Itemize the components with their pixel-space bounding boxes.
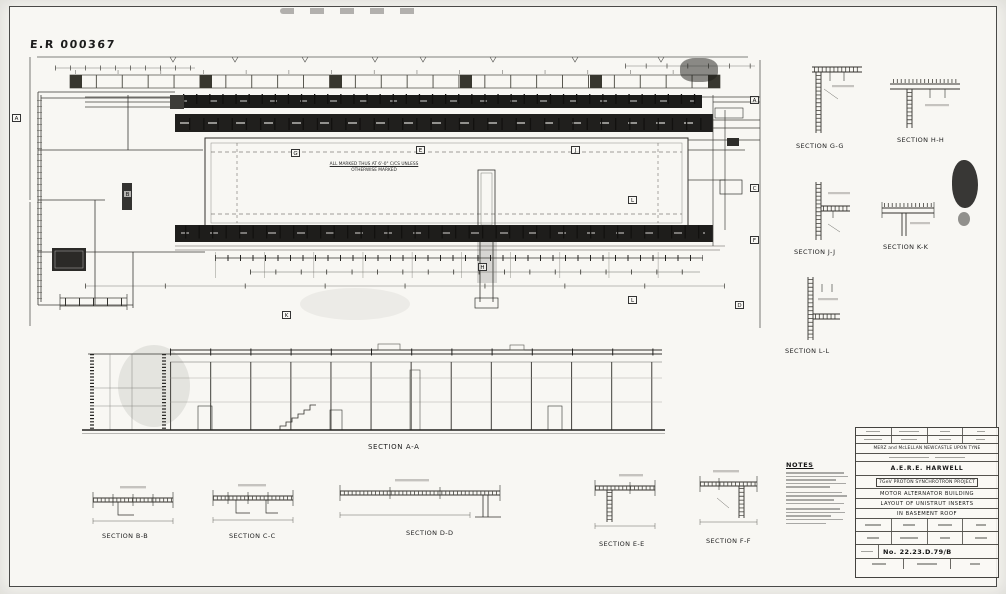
note-line	[786, 479, 836, 481]
project-row: 7GeV PROTON SYNCHROTRON PROJECT	[856, 476, 998, 489]
notes-heading: NOTES	[786, 461, 814, 469]
label-section-ff: SECTION F-F	[706, 537, 751, 545]
plan-note: ALL MARKED THUS AT 6'-0" C/CS UNLESS OTH…	[318, 162, 430, 174]
label-section-cc: SECTION C-C	[229, 532, 276, 540]
number-row: No. 22.23.D.79/B	[856, 545, 998, 559]
sub-row	[856, 454, 998, 462]
revision-cell	[892, 436, 928, 443]
revision-cell	[892, 428, 928, 435]
client-name: A.E.R.E. HARWELL	[890, 465, 964, 472]
detail-dd-drawing	[339, 479, 501, 518]
drawing-title-line1: MOTOR ALTERNATOR BUILDING	[879, 490, 975, 497]
drawing-title-row: IN BASEMENT ROOF	[856, 509, 998, 519]
revision-cell	[928, 436, 964, 443]
label-section-ll: SECTION L-L	[785, 347, 830, 355]
marker-c: C	[750, 184, 759, 192]
marker-g: G	[291, 149, 300, 157]
meta-cell	[963, 532, 998, 544]
note-line	[786, 515, 831, 517]
firm-name: MERZ and McLELLAN NEWCASTLE UPON TYNE	[873, 446, 981, 451]
meta-cell	[892, 532, 928, 544]
detail-ff-drawing	[699, 470, 758, 525]
drawing-number-label: No.	[883, 547, 897, 556]
label-section-kk: SECTION K-K	[883, 243, 929, 251]
marker-f: F	[750, 236, 759, 244]
note-line	[786, 495, 847, 497]
footer-cell	[856, 559, 904, 569]
note-line	[786, 502, 844, 505]
drawing-title-line2: LAYOUT OF UNISTRUT INSERTS	[880, 500, 974, 507]
section-aa-drawing	[82, 343, 665, 434]
meta-cell	[928, 519, 964, 531]
revision-cell	[928, 428, 964, 435]
meta-cell	[856, 532, 892, 544]
plan-drawing	[29, 56, 761, 328]
note-line	[786, 472, 844, 474]
plan-note-line2: OTHERWISE MARKED	[351, 167, 397, 173]
footer-cell	[904, 559, 952, 569]
note-line	[786, 475, 848, 478]
client-row: A.E.R.E. HARWELL	[856, 462, 998, 476]
note-line	[786, 491, 842, 494]
label-section-hh: SECTION H-H	[897, 136, 945, 144]
footer-cell	[951, 559, 998, 569]
meta-row	[856, 532, 998, 545]
marker-l-upper: L	[628, 196, 637, 204]
marker-h: H	[478, 263, 487, 271]
note-line	[786, 482, 846, 485]
label-section-gg: SECTION G-G	[796, 142, 844, 150]
drawing-title-row: LAYOUT OF UNISTRUT INSERTS	[856, 499, 998, 509]
drawing-title-row: MOTOR ALTERNATOR BUILDING	[856, 489, 998, 499]
marker-d: D	[735, 301, 744, 309]
revision-row	[856, 436, 998, 444]
marker-e: E	[416, 146, 425, 154]
drawing-number: 22.23.D.79/B	[899, 547, 952, 556]
marker-l-lower: L	[628, 296, 637, 304]
revision-cell	[856, 428, 892, 435]
meta-cell	[928, 532, 964, 544]
note-line	[786, 499, 834, 501]
marker-j: J	[571, 146, 580, 154]
revision-row	[856, 428, 998, 436]
note-line	[786, 518, 843, 521]
detail-hh-drawing	[890, 79, 960, 128]
title-block: MERZ and McLELLAN NEWCASTLE UPON TYNE A.…	[855, 427, 999, 578]
marker-k: K	[282, 311, 291, 319]
drawing-title-line3: IN BASEMENT ROOF	[897, 510, 957, 517]
number-prefix-cell	[856, 545, 879, 558]
firm-row: MERZ and McLELLAN NEWCASTLE UPON TYNE	[856, 444, 998, 454]
note-line	[786, 511, 845, 514]
meta-cell	[856, 519, 892, 531]
detail-gg-drawing	[812, 66, 862, 133]
detail-jj-drawing	[815, 182, 850, 240]
detail-bb-drawing	[92, 486, 174, 524]
note-line	[786, 508, 840, 510]
note-line	[786, 486, 830, 488]
label-section-aa: SECTION A-A	[368, 443, 420, 451]
detail-kk-drawing	[881, 202, 935, 236]
label-section-ee: SECTION E-E	[599, 540, 645, 548]
marker-a-right: A	[750, 96, 759, 104]
meta-cell	[892, 519, 928, 531]
notes-block: NOTES	[786, 461, 852, 526]
project-title: 7GeV PROTON SYNCHROTRON PROJECT	[875, 477, 979, 487]
detail-cc-drawing	[212, 484, 294, 523]
label-section-bb: SECTION B-B	[102, 532, 149, 540]
detail-ll-drawing	[807, 277, 840, 340]
detail-ee-drawing	[594, 474, 656, 529]
note-line	[786, 522, 826, 525]
revision-cell	[856, 436, 892, 443]
meta-row	[856, 519, 998, 532]
marker-a-left: A	[12, 114, 21, 122]
marker-b: B	[123, 190, 132, 198]
revision-cell	[963, 436, 998, 443]
label-section-dd: SECTION D-D	[406, 529, 454, 537]
footer-row	[856, 559, 998, 569]
revision-cell	[963, 428, 998, 435]
plan-note-line1: ALL MARKED THUS AT 6'-0" C/CS UNLESS	[329, 162, 419, 167]
meta-cell	[963, 519, 998, 531]
label-section-jj: SECTION J-J	[794, 248, 836, 256]
